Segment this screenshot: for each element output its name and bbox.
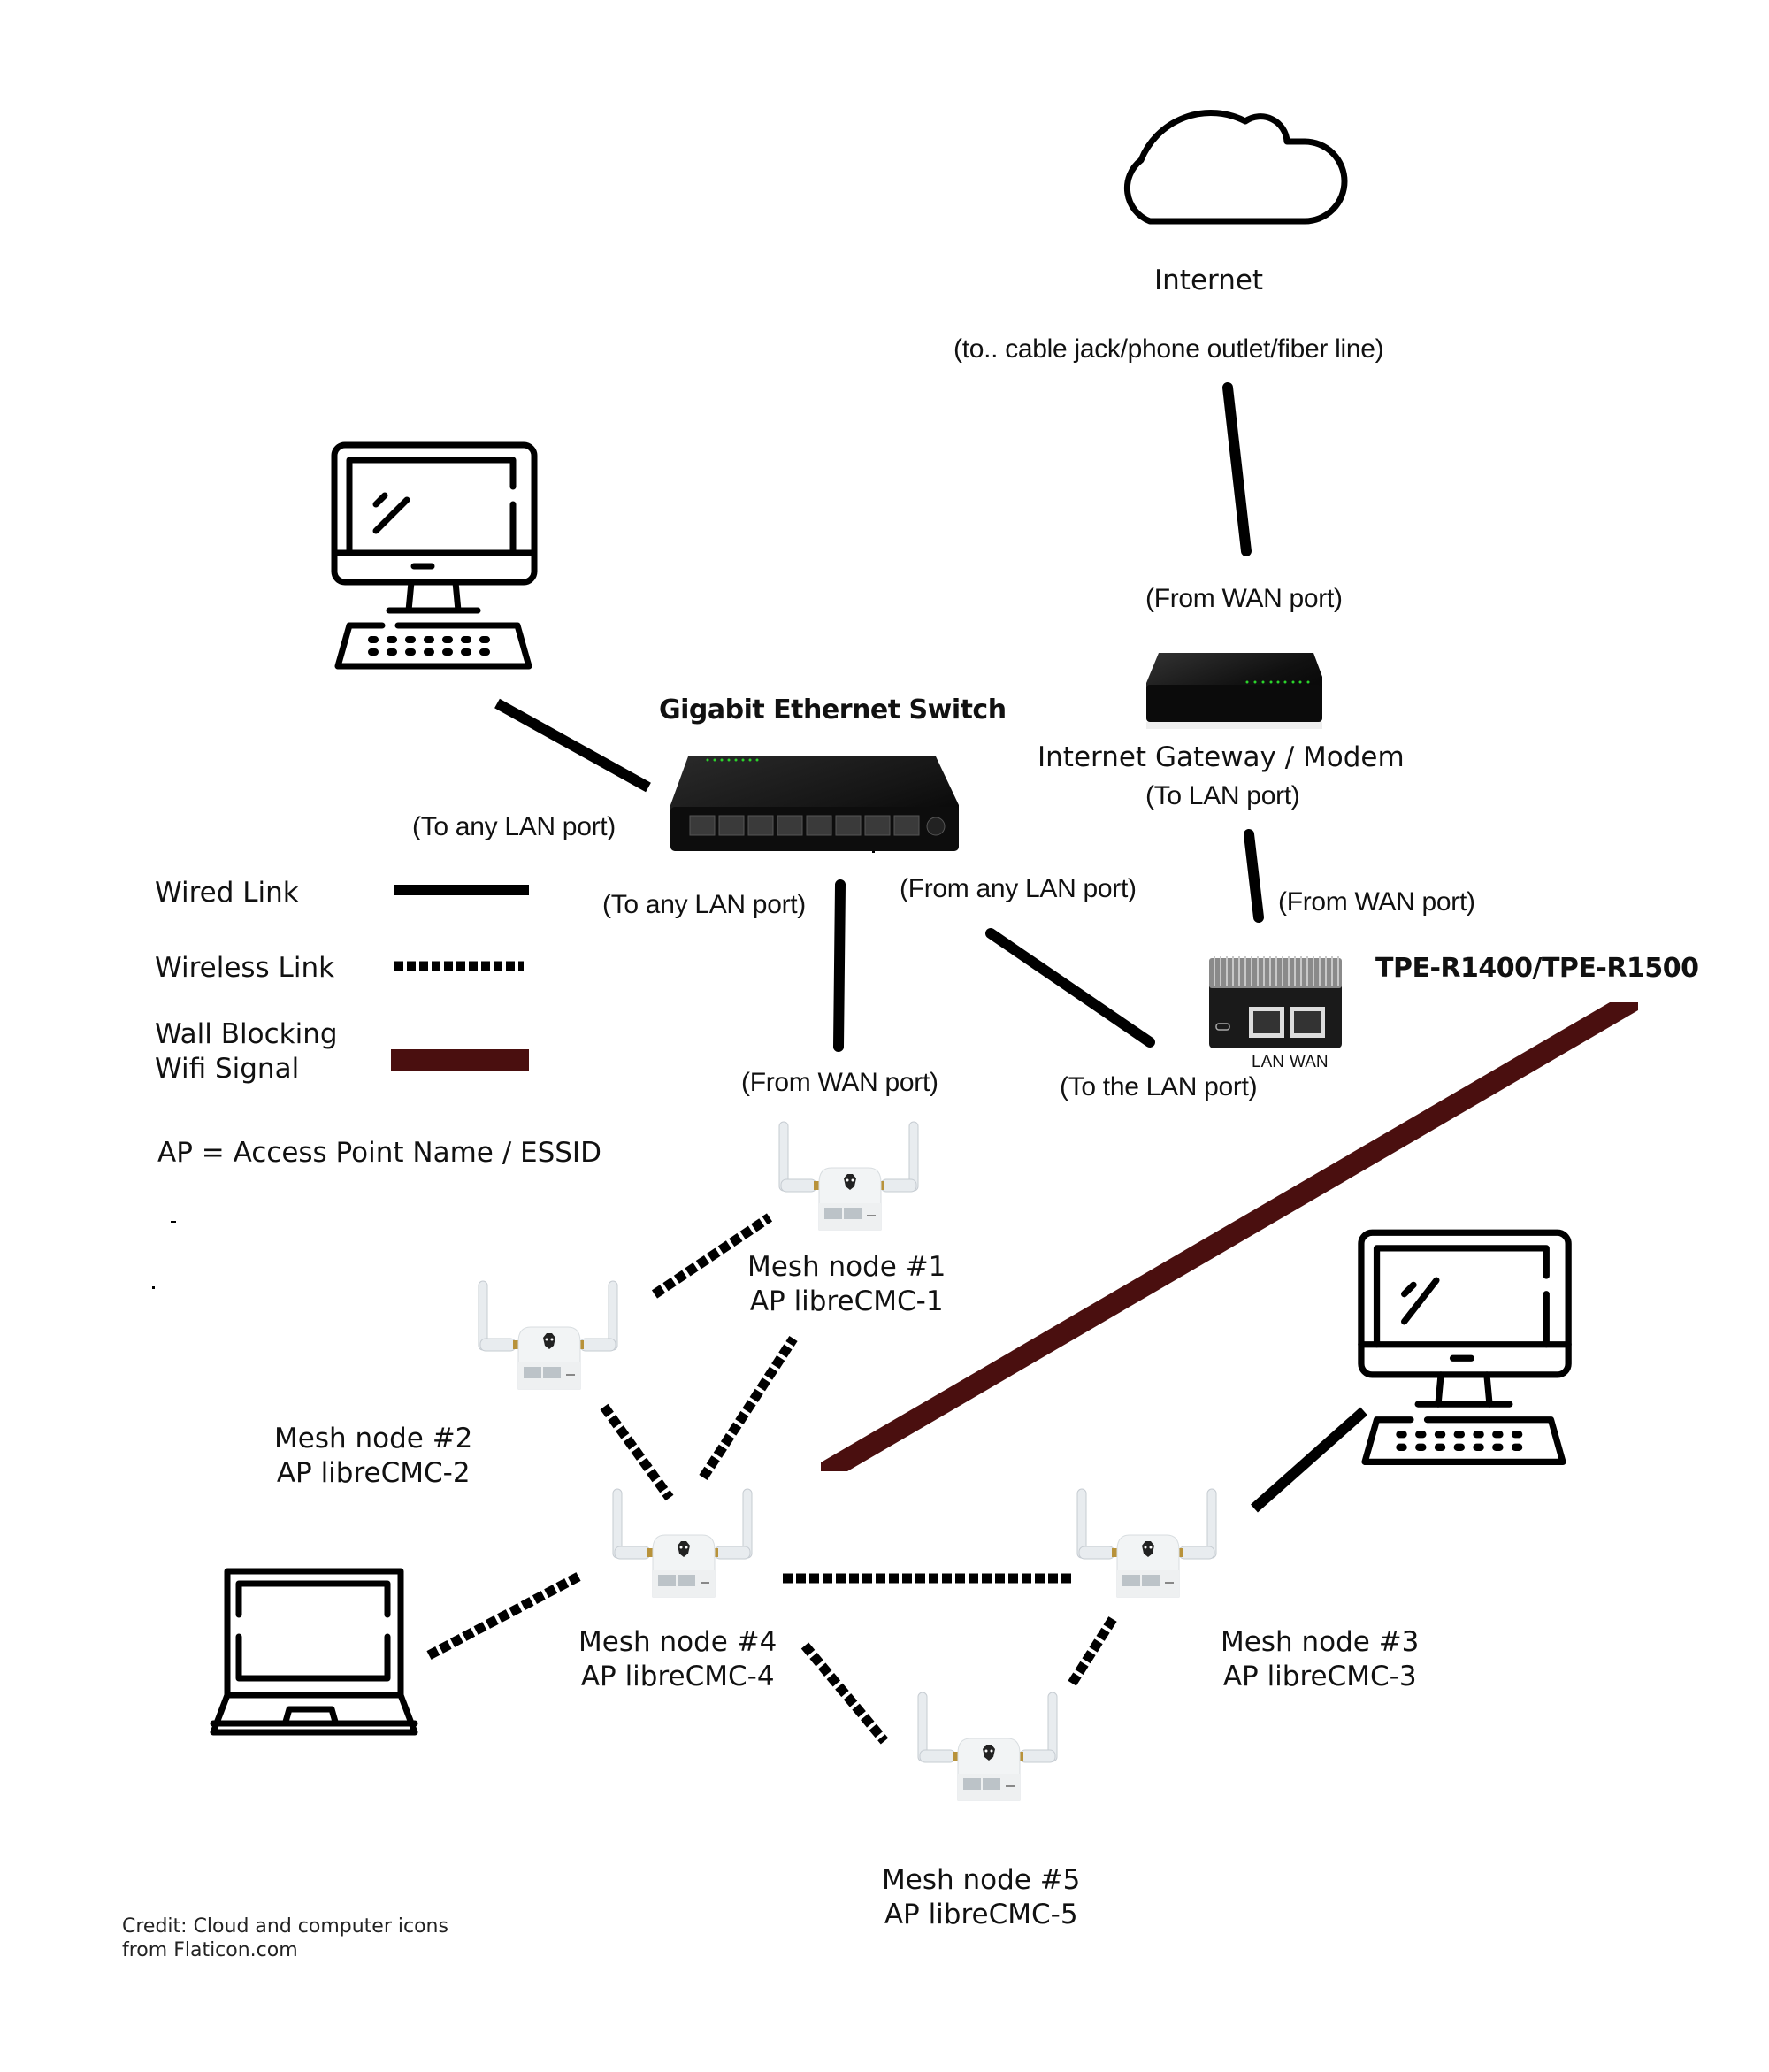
mesh-node-3-ap: AP libreCMC-3 — [1222, 1661, 1417, 1692]
ethernet-switch-image — [670, 756, 959, 851]
switch-right-port-label: (From any LAN port) — [900, 874, 1137, 903]
wireless-link-mesh2-mesh4 — [600, 1403, 674, 1501]
mesh-node-1-name: Mesh node #1 — [747, 1251, 946, 1283]
credit-note: Credit: Cloud and computer icons from Fl… — [122, 1915, 448, 1961]
modem-lan-port-label: (To LAN port) — [1145, 781, 1300, 810]
legend-swatch-wall — [391, 1049, 529, 1071]
stray-mark — [152, 1286, 155, 1289]
legend-wall-label: Wall Blocking Wifi Signal — [155, 1018, 338, 1085]
mesh-node-4-ap: AP libreCMC-4 — [580, 1661, 775, 1692]
mesh-node-2-label: Mesh node #2 AP libreCMC-2 — [274, 1422, 472, 1491]
wired-link-mesh3-desktop — [1251, 1407, 1367, 1513]
desktop-computer-icon — [1358, 1229, 1572, 1466]
mesh-node-3-label: Mesh node #3 AP libreCMC-3 — [1221, 1625, 1419, 1694]
wired-link-switch-mesh1 — [833, 879, 846, 1052]
mesh-router-image-4 — [612, 1488, 753, 1598]
legend-wireless-label: Wireless Link — [155, 952, 335, 984]
mesh-node-3-name: Mesh node #3 — [1221, 1626, 1420, 1658]
mesh-node-5-label: Mesh node #5 AP libreCMC-5 — [882, 1863, 1080, 1932]
router-wan-port-label: (From WAN port) — [1278, 887, 1475, 917]
wired-link-modem-router — [1244, 829, 1264, 923]
router-port-label-wan: WAN — [1290, 1053, 1329, 1071]
switch-label: Gigabit Ethernet Switch — [659, 695, 1007, 725]
mesh-node-5-name: Mesh node #5 — [882, 1864, 1081, 1896]
mesh-node-5-ap: AP libreCMC-5 — [884, 1899, 1078, 1930]
wireless-link-mesh4-mesh5 — [800, 1642, 889, 1745]
wireless-link-mesh1-mesh4 — [699, 1336, 798, 1480]
router-port-label-lan: LAN — [1252, 1053, 1284, 1071]
mesh-router-image-5 — [917, 1692, 1058, 1801]
wired-link-switch-router — [985, 928, 1155, 1048]
switch-down-port-label: (To any LAN port) — [602, 890, 806, 919]
internet-sublabel: (to.. cable jack/phone outlet/fiber line… — [953, 334, 1384, 364]
modem-wan-port-label: (From WAN port) — [1145, 584, 1343, 613]
modem-image — [1146, 653, 1322, 729]
mesh-node-2-ap: AP libreCMC-2 — [276, 1457, 471, 1489]
stray-mark — [171, 1221, 176, 1223]
desktop-computer-icon — [331, 441, 538, 670]
router-lan-port-note: (To the LAN port) — [1060, 1072, 1258, 1101]
mesh-router-image-1 — [778, 1121, 919, 1231]
internet-label: Internet — [1154, 265, 1264, 296]
mesh-node-4-label: Mesh node #4 AP libreCMC-4 — [578, 1625, 777, 1694]
router-label: TPE-R1400/TPE-R1500 — [1375, 953, 1699, 984]
mesh-node-1-label: Mesh node #1 AP libreCMC-1 — [747, 1250, 946, 1319]
mesh-node-4-name: Mesh node #4 — [578, 1626, 777, 1658]
laptop-icon — [210, 1568, 418, 1736]
legend-ap-note: AP = Access Point Name / ESSID — [157, 1137, 601, 1169]
wireless-link-mesh1-mesh2 — [651, 1213, 773, 1299]
mesh-node-1-ap: AP libreCMC-1 — [749, 1285, 944, 1317]
wired-link-desktop-switch — [494, 698, 651, 793]
tpe-router-image — [1209, 956, 1342, 1048]
mesh-router-image-3 — [1076, 1488, 1217, 1598]
modem-label: Internet Gateway / Modem — [1038, 741, 1405, 773]
wireless-link-mesh3-mesh5 — [1066, 1616, 1117, 1689]
legend-wired-label: Wired Link — [155, 877, 299, 909]
switch-left-port-label: (To any LAN port) — [412, 812, 616, 841]
mesh-node-2-name: Mesh node #2 — [274, 1423, 473, 1454]
wall-blocking-signal — [821, 1002, 1638, 1471]
mesh-router-image-2 — [478, 1280, 618, 1390]
cloud-icon — [1123, 110, 1348, 225]
wireless-link-laptop-mesh4 — [426, 1571, 583, 1660]
wired-link-internet-modem — [1222, 382, 1252, 556]
mesh1-wan-port-label: (From WAN port) — [741, 1068, 938, 1097]
stray-mark — [872, 851, 875, 853]
